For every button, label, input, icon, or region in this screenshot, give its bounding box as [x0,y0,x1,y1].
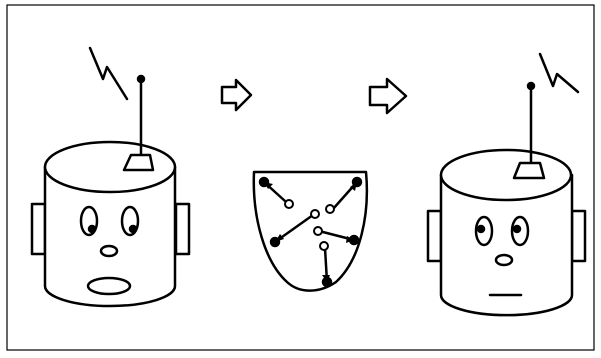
robot-head-right [428,54,585,315]
landmark-bottom [323,278,332,287]
landmark-upper-left [260,178,269,187]
right-arrow-icon-2 [370,79,406,113]
antenna-tip [138,76,145,83]
landmark-mid-right [350,236,359,245]
pupil-right-2 [514,226,521,233]
pupil-right [130,226,137,233]
right-arrow-icon [222,80,251,110]
robot-head-left [32,48,189,306]
ear-left-2 [428,211,441,261]
source-point-4 [314,227,322,235]
source-point-5 [320,242,328,250]
ear-right-2 [572,211,585,261]
landmark-upper-right [353,178,362,187]
nose-2 [496,255,512,265]
antenna-base-2 [514,163,544,178]
pupil-left [89,226,96,233]
antenna-tip-2 [528,83,535,90]
lightning-bolt-icon-2 [540,54,578,92]
nose [101,246,117,256]
lightning-bolt-icon [90,48,127,99]
head-top [45,142,175,192]
face-mask-diagram [254,172,367,291]
landmark-mid-left [271,238,280,247]
source-point-1 [285,200,293,208]
ear-left [32,204,45,254]
mouth-open [88,278,130,294]
pupil-left-2 [478,226,485,233]
head-top-2 [441,150,571,200]
source-point-3 [311,210,319,218]
source-point-2 [326,205,334,213]
ear-right [176,204,189,254]
